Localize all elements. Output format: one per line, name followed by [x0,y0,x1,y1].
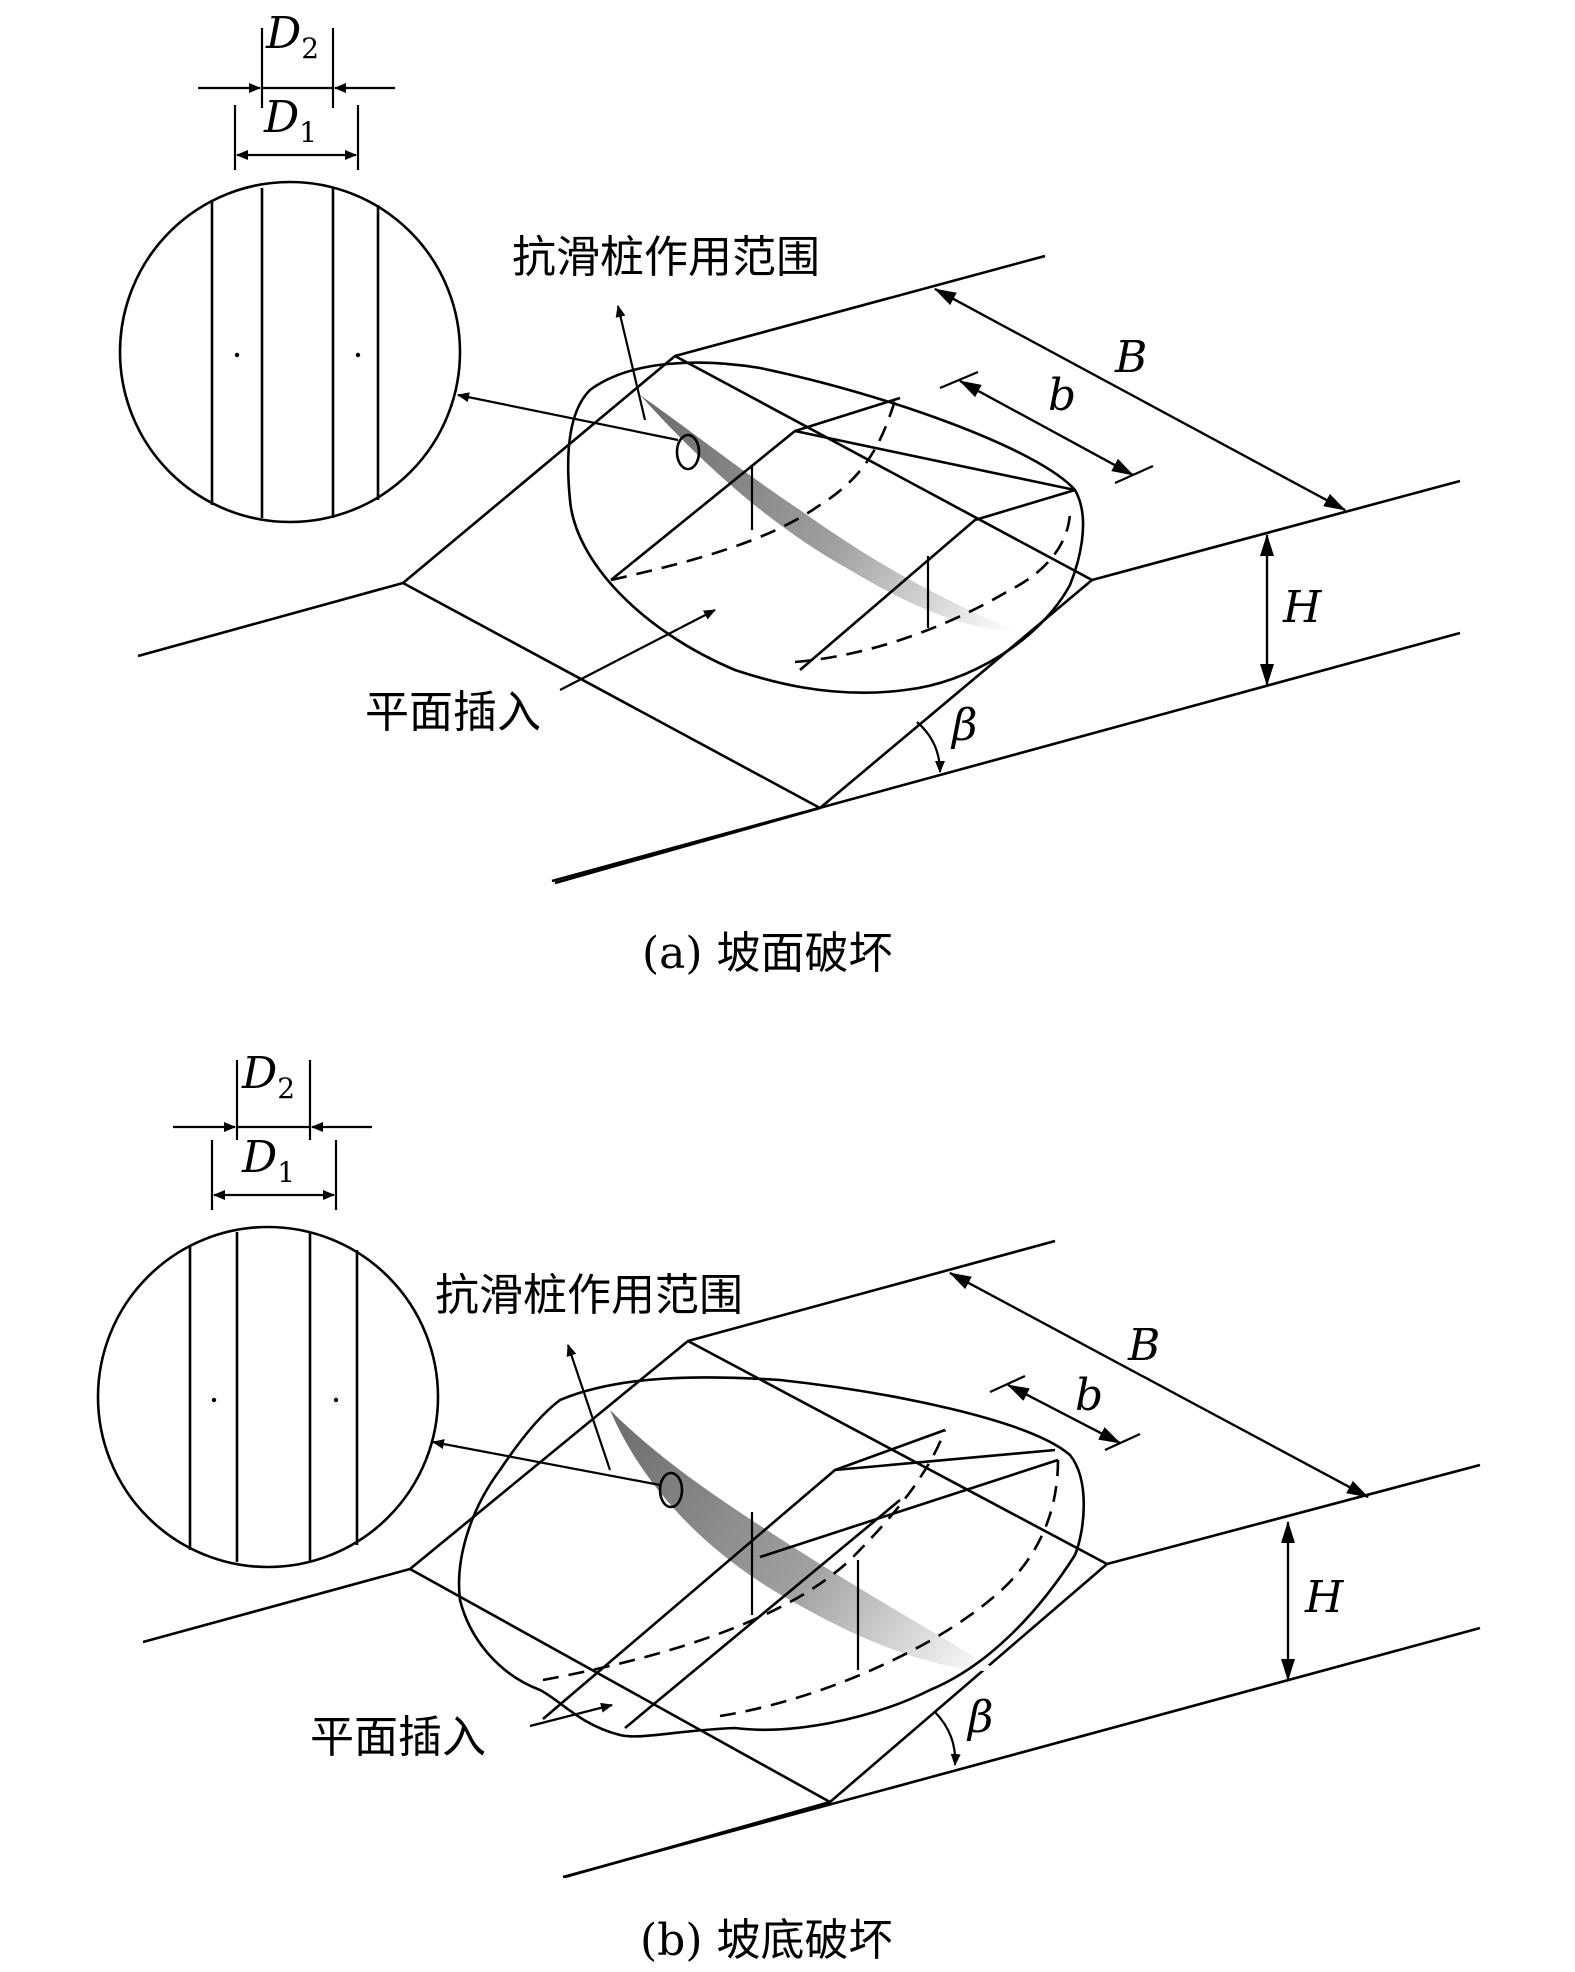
pile-marker-a [675,433,701,471]
pile-dimensions-a: D2 D1 [198,8,395,170]
panel-b: D2 D1 B b H β 抗滑桩作 [96,1048,1481,1966]
sliding-mass-a [566,361,1085,694]
dim-b-b: b [989,1370,1141,1452]
dim-label-d1-b: D1 [241,1132,295,1189]
plane-insert-label-a: 平面插入 [365,687,541,738]
caption-b: (b) 坡底破坏 [640,1915,892,1966]
sliding-mass-b [457,1376,1085,1738]
callouts-b: 抗滑桩作用范围 平面插入 [310,1270,743,1763]
pile-zone-label-b: 抗滑桩作用范围 [435,1270,743,1321]
dim-H-b: H [1281,1521,1345,1681]
dim-label-b-a: b [1048,370,1076,421]
dim-b-a: b [939,370,1154,485]
dim-label-d2-b: D2 [241,1048,295,1105]
pile-marker-b [658,1471,684,1509]
angle-beta-a: β [916,700,977,773]
pile-dimensions-b: D2 D1 [173,1048,372,1210]
dim-B-b: B [949,1272,1369,1498]
callouts-a: 抗滑桩作用范围 平面插入 [365,232,820,738]
panel-a: D2 D1 B b H [118,8,1461,979]
caption-a: (a) 坡面破坏 [642,928,893,979]
dim-label-H-b: H [1304,1572,1345,1623]
angle-beta-b: β [934,1692,993,1766]
dim-H-a: H [1260,534,1323,686]
dim-label-d2-a: D2 [265,8,319,65]
plane-insert-label-b: 平面插入 [310,1712,486,1763]
dim-label-H-a: H [1282,582,1323,633]
slope-geometry-b [142,1239,1481,1879]
slope-geometry-a [137,254,1461,885]
pile-detail-circle-b [96,1225,661,1569]
dim-label-B-a: B [1114,332,1147,383]
pile-detail-circle-a [118,180,679,524]
angle-label-beta-a: β [950,700,977,751]
dim-B-a: B [934,288,1346,511]
pile-zone-label-a: 抗滑桩作用范围 [512,232,820,283]
dim-label-B-b: B [1127,1320,1160,1371]
dim-label-d1-a: D1 [263,92,317,149]
dim-label-b-b: b [1075,1370,1103,1421]
angle-label-beta-b: β [966,1692,993,1743]
